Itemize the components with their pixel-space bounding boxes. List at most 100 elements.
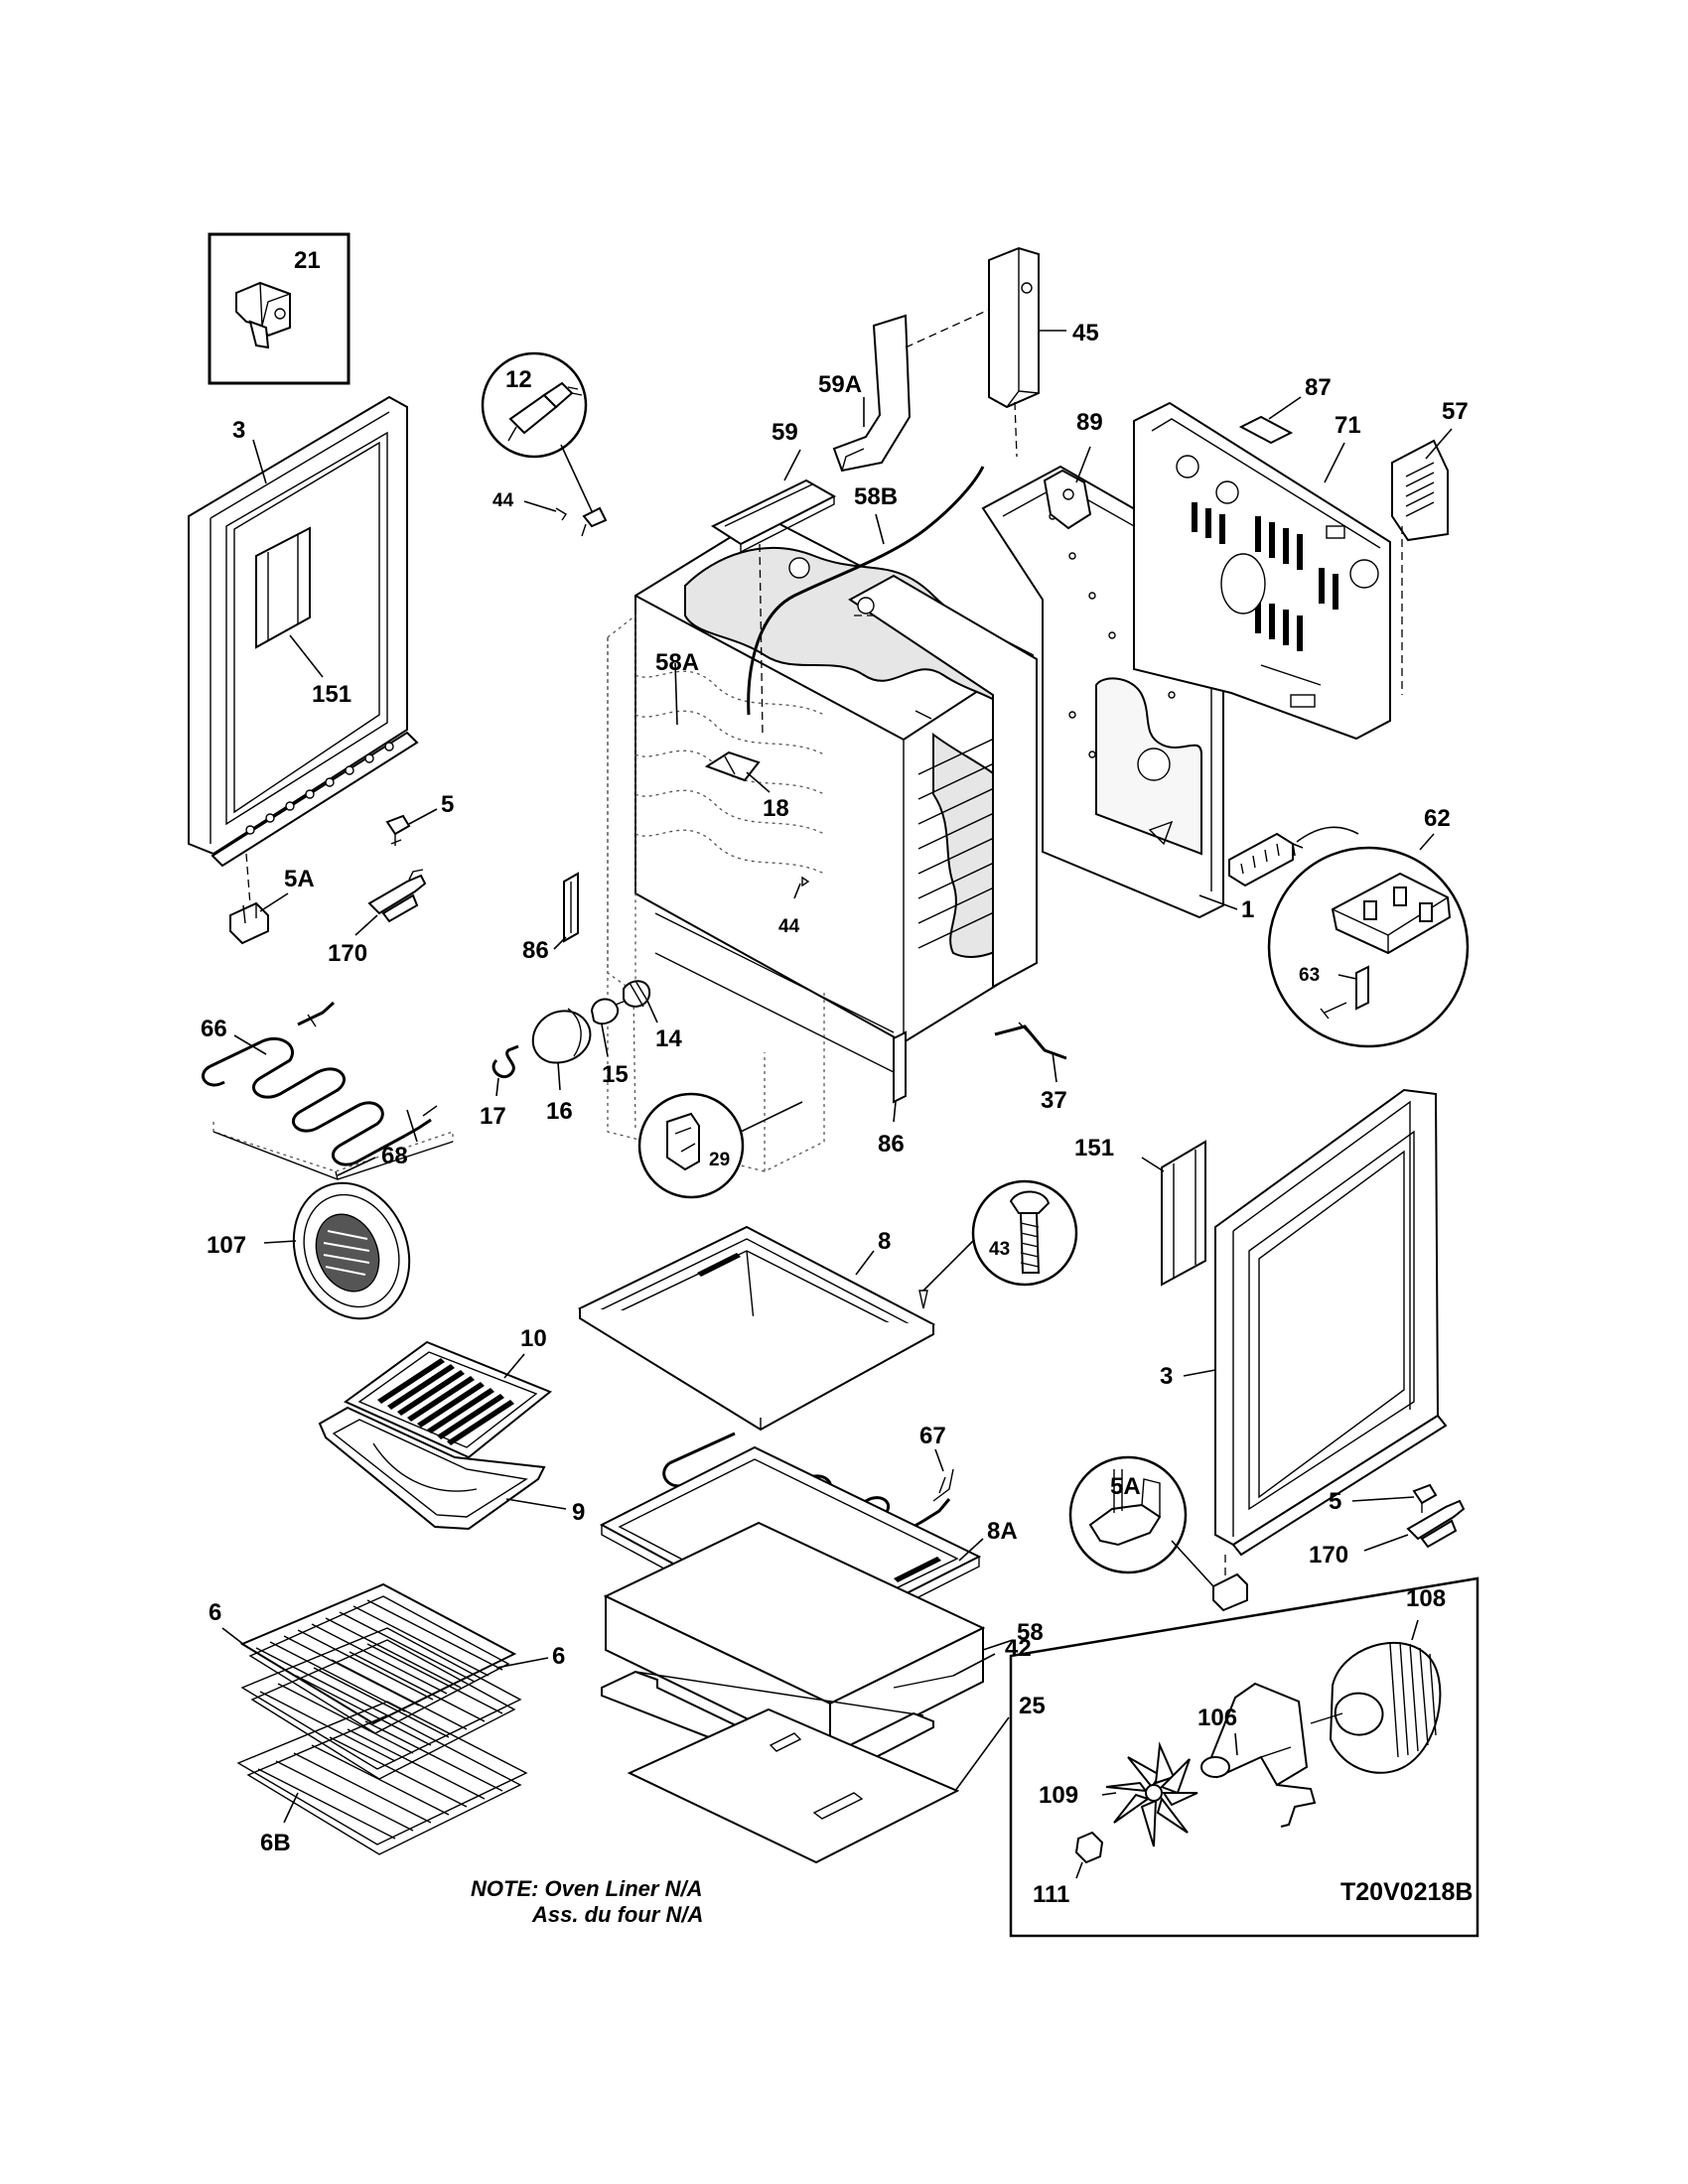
label-10: 10 <box>520 1325 547 1352</box>
label-66: 66 <box>201 1016 227 1042</box>
label-59: 59 <box>772 419 798 446</box>
part-37-wire-harness <box>994 1022 1067 1060</box>
part-14-light-socket <box>623 980 651 1008</box>
part-5-right-screw <box>1412 1483 1438 1513</box>
label-5a-right: 5A <box>1110 1473 1141 1500</box>
upper-rack-wires <box>255 1599 503 1718</box>
part-71-rear-cover <box>1133 401 1391 741</box>
label-170-left: 170 <box>328 940 367 967</box>
part-3-left-door-panel <box>188 395 419 868</box>
part-6-oven-rack-upper <box>239 1582 517 1734</box>
label-87: 87 <box>1305 374 1332 401</box>
label-9: 9 <box>572 1499 585 1526</box>
label-12: 12 <box>505 366 532 393</box>
part-9-broil-pan <box>318 1406 546 1531</box>
lower-rack-wires <box>257 1720 503 1840</box>
label-21: 21 <box>294 247 321 274</box>
label-58b: 58B <box>854 483 898 510</box>
label-8: 8 <box>878 1228 891 1255</box>
part-45-vent-box <box>988 246 1040 409</box>
part-29-callout: 29 <box>637 1092 745 1199</box>
part-89-bracket <box>1043 469 1092 530</box>
label-111: 111 <box>1033 1881 1069 1908</box>
part-5a-right-callout: 5A <box>1068 1455 1188 1574</box>
part-43-screw-callout: 43 <box>971 1179 1078 1287</box>
label-106: 106 <box>1197 1705 1237 1731</box>
note-line-2: Ass. du four N/A <box>531 1902 703 1927</box>
label-109: 109 <box>1039 1782 1078 1809</box>
part-21-inset: 21 <box>208 232 351 385</box>
label-108: 108 <box>1406 1585 1446 1612</box>
label-6b: 6B <box>260 1830 291 1856</box>
part-107-convection-fan-cover <box>292 1181 411 1320</box>
label-43: 43 <box>989 1239 1010 1260</box>
label-151-left: 151 <box>312 681 352 708</box>
label-42: 42 <box>1005 1635 1032 1662</box>
label-3-right: 3 <box>1160 1363 1173 1390</box>
label-86-left: 86 <box>522 937 549 964</box>
part-6b-oven-rack-lower <box>236 1701 528 1855</box>
label-44-mid: 44 <box>778 916 800 937</box>
part-111-fan-nut <box>1074 1831 1104 1864</box>
part-16-light-lens <box>531 1008 592 1064</box>
part-oven-back-frame <box>848 574 1038 989</box>
part-58a-oven-cavity <box>607 514 1034 1172</box>
label-151-right: 151 <box>1074 1135 1114 1161</box>
part-8-oven-bottom <box>577 1225 936 1432</box>
part-151-left-bracket <box>255 526 311 649</box>
label-5-right: 5 <box>1329 1488 1341 1515</box>
part-59-vent-duct <box>710 478 837 554</box>
diagram-code: T20V0218B <box>1340 1878 1473 1906</box>
part-108-convection-fan-motor <box>1310 1641 1442 1774</box>
label-5a-left: 5A <box>284 866 315 892</box>
part-25-bottom-shield <box>627 1707 960 1864</box>
part-170-left-hinge <box>367 869 427 923</box>
label-37: 37 <box>1041 1087 1067 1114</box>
label-1: 1 <box>1241 896 1254 923</box>
label-8a: 8A <box>987 1518 1018 1545</box>
label-14: 14 <box>655 1025 682 1052</box>
label-17: 17 <box>480 1103 506 1130</box>
label-67: 67 <box>919 1423 946 1449</box>
part-170-right-hinge <box>1406 1499 1466 1549</box>
door-vent-holes <box>245 742 394 835</box>
part-18-bracket <box>704 751 761 782</box>
label-5-left: 5 <box>441 791 454 818</box>
label-15: 15 <box>602 1061 629 1088</box>
label-63: 63 <box>1299 965 1320 986</box>
part-106-motor-mount-bracket <box>1200 1682 1317 1828</box>
motor-fins <box>1389 1641 1437 1758</box>
label-25: 25 <box>1019 1693 1046 1719</box>
label-89: 89 <box>1076 409 1103 436</box>
label-58: 58 <box>1017 1619 1044 1646</box>
label-107: 107 <box>207 1232 246 1259</box>
label-68: 68 <box>381 1143 408 1169</box>
part-86-right-rack-support <box>893 1030 907 1104</box>
part-62-63-callout: 63 <box>1267 846 1470 1048</box>
fan-assembly-frame <box>1009 1576 1479 1938</box>
label-6-right: 6 <box>552 1643 565 1670</box>
label-16: 16 <box>546 1098 573 1125</box>
part-57-grille <box>1391 439 1449 542</box>
part-17-lens-clip <box>492 1044 519 1079</box>
label-45: 45 <box>1072 320 1099 346</box>
label-29: 29 <box>709 1150 730 1170</box>
label-6-left: 6 <box>209 1599 221 1626</box>
part-66-bake-element <box>202 1001 438 1166</box>
part-5-left-screw <box>385 814 411 846</box>
part-109-convection-fan-blade <box>1105 1741 1198 1847</box>
part-62-terminal-block <box>1228 832 1294 887</box>
part-58b-wire <box>747 466 985 716</box>
label-58a: 58A <box>655 649 699 676</box>
part-59a-vent-duct-extension <box>832 314 912 473</box>
label-18: 18 <box>763 795 789 822</box>
part-12-sensor-callout: 12 <box>481 351 588 459</box>
label-170-right: 170 <box>1309 1542 1348 1569</box>
label-3-left: 3 <box>232 417 245 444</box>
part-3-right-door-panel <box>1214 1088 1448 1557</box>
part-15-light-bulb <box>590 998 627 1025</box>
label-62: 62 <box>1424 805 1451 832</box>
part-68-shield <box>212 1122 454 1180</box>
part-151-right-bracket <box>1161 1140 1206 1287</box>
part-12-sensor-installed <box>581 506 608 537</box>
